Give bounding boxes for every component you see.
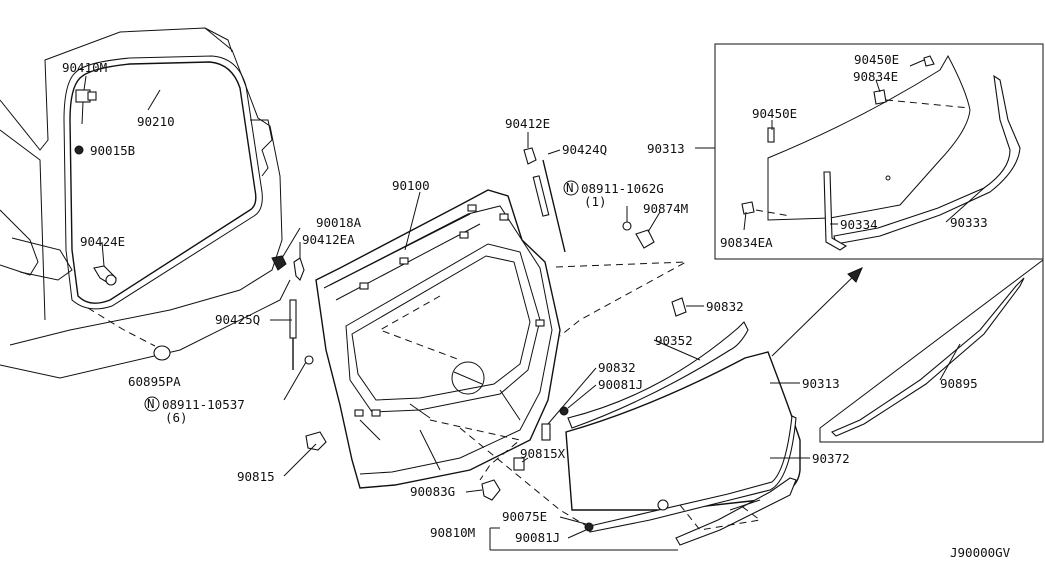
leader-lines xyxy=(83,59,985,551)
bolt-90015B xyxy=(74,145,84,155)
nut-symbol-08911-1062G: N xyxy=(563,180,579,196)
label-90412EA: 90412EA xyxy=(302,232,355,247)
label-90815: 90815 xyxy=(237,469,275,484)
label-90081J-upper: 90081J xyxy=(598,377,643,392)
clip-90018A xyxy=(271,255,287,271)
label-90018A: 90018A xyxy=(316,215,362,230)
label-90810M: 90810M xyxy=(430,525,475,540)
label-90333: 90333 xyxy=(950,215,988,230)
bumper-90083G xyxy=(481,479,501,501)
inset-box-upper xyxy=(714,43,1044,260)
label-90895: 90895 xyxy=(940,376,978,391)
label-90424Q: 90424Q xyxy=(562,142,607,157)
label-90815X: 90815X xyxy=(520,446,566,461)
bumper-90874M xyxy=(635,229,655,249)
molding-90352 xyxy=(567,321,749,429)
inset-box-lower xyxy=(819,258,1044,443)
label-90424E: 90424E xyxy=(80,234,125,249)
label-08911-10537-qty: (6) xyxy=(165,410,188,425)
label-90372: 90372 xyxy=(812,451,850,466)
fastener-90075E xyxy=(657,499,669,511)
label-90874M: 90874M xyxy=(643,201,688,216)
nut-08911-1062G xyxy=(622,221,632,231)
label-08911-10537: 08911-10537 xyxy=(162,397,245,412)
label-90450E-left: 90450E xyxy=(752,106,797,121)
label-90015B: 90015B xyxy=(90,143,135,158)
bracket-90412EA xyxy=(293,257,305,281)
label-90425Q: 90425Q xyxy=(215,312,260,327)
label-60895PA: 60895PA xyxy=(128,374,181,389)
label-90075E: 90075E xyxy=(502,509,547,524)
label-90450E-top: 90450E xyxy=(854,52,899,67)
label-90100: 90100 xyxy=(392,178,430,193)
bumper-90424E xyxy=(93,265,117,286)
nut-08911-10537 xyxy=(304,355,314,365)
bracket-90412E xyxy=(523,147,537,165)
label-90210: 90210 xyxy=(137,114,175,129)
reference-arrow xyxy=(771,267,863,357)
nut-symbol-08911-10537: N xyxy=(144,396,160,412)
part-labels: 90410M 90210 90015B 90424E 60895PA 90018… xyxy=(62,52,1011,560)
fastener-90081J-lower xyxy=(584,522,594,532)
label-90832-lower: 90832 xyxy=(598,360,636,375)
label-08911-1062G-qty: (1) xyxy=(584,194,607,209)
weatherstrip-90210 xyxy=(63,55,263,310)
clip-90410M xyxy=(75,89,97,125)
clip-90832-upper xyxy=(671,297,687,317)
cap-60895PA xyxy=(153,345,171,361)
label-90083G: 90083G xyxy=(410,484,455,499)
label-90832-upper: 90832 xyxy=(706,299,744,314)
label-90410M: 90410M xyxy=(62,60,107,75)
molding-90372 xyxy=(589,415,797,533)
label-90352: 90352 xyxy=(655,333,693,348)
label-90834EA: 90834EA xyxy=(720,235,773,250)
fastener-90081J-upper xyxy=(559,406,569,416)
back-door-panel-90100 xyxy=(315,189,561,489)
grommet-90815 xyxy=(305,431,327,451)
vehicle-body-outline xyxy=(0,27,291,379)
diagram-code: J90000GV xyxy=(950,545,1011,560)
label-90834E: 90834E xyxy=(853,69,898,84)
label-90081J-lower: 90081J xyxy=(515,530,560,545)
label-90313-inset: 90313 xyxy=(647,141,685,156)
svg-text:N: N xyxy=(566,180,574,195)
svg-text:N: N xyxy=(147,396,155,411)
label-90334: 90334 xyxy=(840,217,878,232)
stay-90424Q xyxy=(532,159,566,253)
garnish-90810M xyxy=(675,477,797,546)
stay-90425Q xyxy=(289,299,297,370)
label-08911-1062G: 08911-1062G xyxy=(581,181,664,196)
label-90313-main: 90313 xyxy=(802,376,840,391)
clip-90815X xyxy=(513,457,525,471)
clip-90832-lower xyxy=(541,423,551,441)
label-90412E: 90412E xyxy=(505,116,550,131)
